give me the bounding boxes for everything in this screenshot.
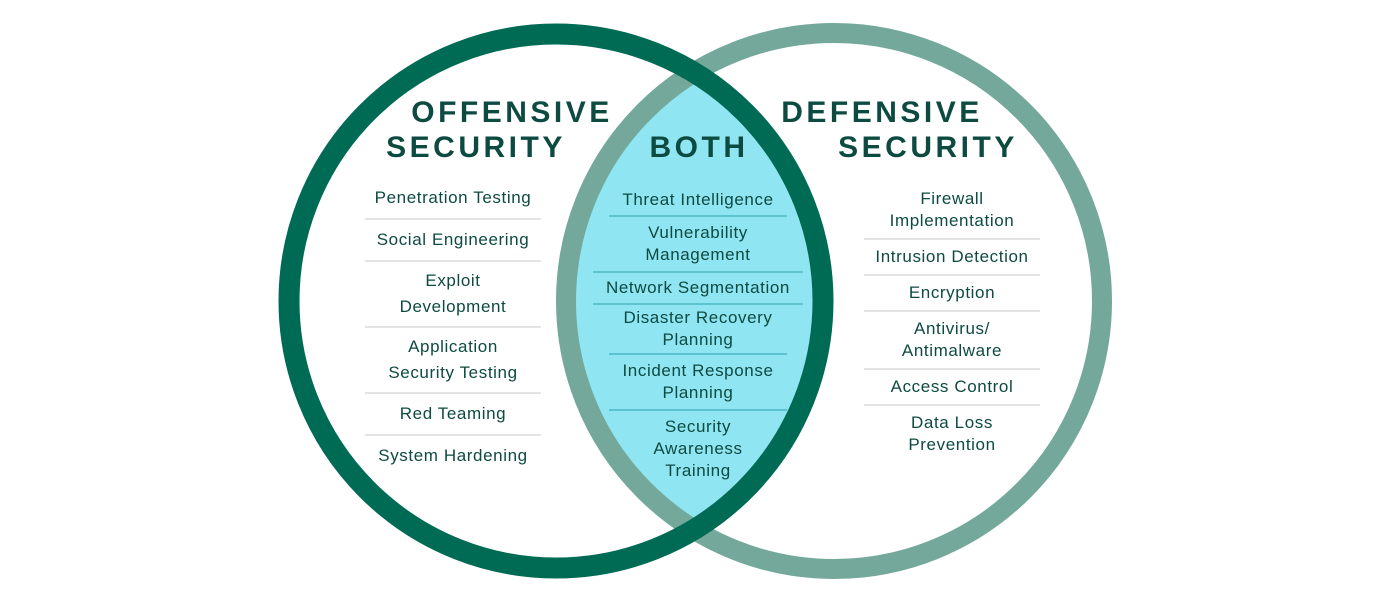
defensive-title: DEFENSIVE [781, 96, 983, 129]
list-item: Vulnerability Management [593, 217, 803, 273]
list-item: Social Engineering [365, 220, 541, 262]
list-item: Exploit Development [365, 262, 541, 328]
both-title: BOTH [649, 131, 749, 164]
list-item: Antivirus/ Antimalware [864, 312, 1040, 370]
both-list: Threat Intelligence Vulnerability Manage… [593, 185, 803, 487]
defensive-list: Firewall Implementation Intrusion Detect… [864, 186, 1040, 462]
list-item: Encryption [864, 276, 1040, 312]
list-item: Intrusion Detection [864, 240, 1040, 276]
list-item: Red Teaming [365, 394, 541, 436]
list-item: Disaster Recovery Planning [609, 305, 787, 355]
offensive-title: OFFENSIVE [411, 96, 613, 129]
defensive-circle [556, 23, 1112, 579]
offensive-circle [278, 23, 834, 579]
list-item: Incident Response Planning [609, 355, 787, 411]
list-item: Security Awareness Training [653, 417, 743, 480]
overlap-region [572, 39, 818, 563]
offensive-list: Penetration Testing Social Engineering E… [365, 178, 541, 476]
defensive-title-line2: SECURITY [838, 131, 1018, 164]
list-item: Access Control [864, 370, 1040, 406]
list-item: Threat Intelligence [609, 185, 787, 217]
list-item: Firewall Implementation [864, 186, 1040, 240]
list-item: Network Segmentation [593, 273, 803, 305]
offensive-title-line2: SECURITY [386, 131, 566, 164]
list-item: System Hardening [378, 446, 528, 465]
list-item: Penetration Testing [365, 178, 541, 220]
list-item: Data Loss Prevention [908, 413, 996, 454]
list-item: Application Security Testing [365, 328, 541, 394]
